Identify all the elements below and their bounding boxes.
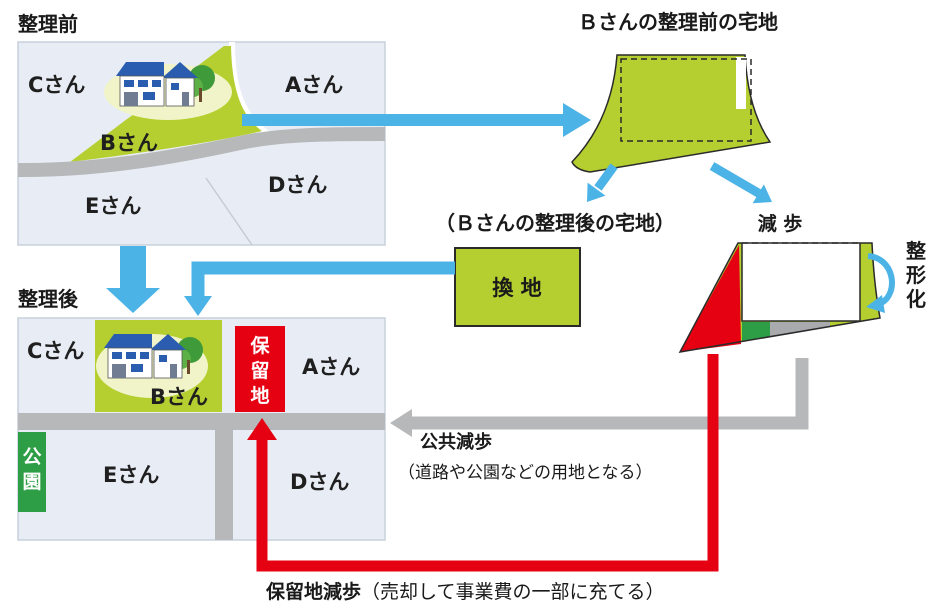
reduction-figure <box>678 242 881 353</box>
reserve-reduction-caption: 保留地減歩（売却して事業費の一部に充てる） <box>265 580 664 603</box>
park-char-2: 園 <box>22 471 41 493</box>
replotting-label: 換 地 <box>492 276 541 300</box>
arrow-to-reduction <box>709 162 772 204</box>
before-lot-b-label: Bさん <box>100 131 158 155</box>
before-lot-divider-ab <box>229 41 270 137</box>
arrow-replotting-to-b <box>184 261 455 316</box>
park-reduction-piece <box>742 322 770 342</box>
reduction-label: 減 歩 <box>758 212 803 235</box>
public-reduction-title: 公共減歩 <box>420 431 492 453</box>
reserve-reduction-arrow <box>247 354 719 572</box>
after-road-horizontal <box>18 413 385 430</box>
before-title: 整理前 <box>17 12 78 36</box>
reserve-reduction-piece <box>680 245 741 352</box>
reserve-land-lot <box>235 326 285 412</box>
b-plot-before-shape <box>571 54 772 173</box>
reshaping-arrow-icon <box>866 253 895 313</box>
park-char-1: 公 <box>22 446 41 468</box>
reshaping-char-2: 形 <box>906 263 926 287</box>
replotting-box: 換 地 <box>454 247 581 327</box>
after-lot-b-label: Bさん <box>150 385 208 409</box>
public-reduction-note: （道路や公園などの用地となる） <box>398 463 653 483</box>
reserve-reduction-note: （売却して事業費の一部に充てる） <box>361 581 664 603</box>
reshaping-char-3: 化 <box>906 287 926 311</box>
after-road-vertical <box>215 430 233 540</box>
before-lot-d-label: Dさん <box>268 173 327 197</box>
before-lot-a-label: Aさん <box>285 73 343 97</box>
public-reduction-arrow <box>390 358 809 437</box>
after-lot-c-label: Cさん <box>27 339 84 363</box>
after-lot-e-label: Eさん <box>103 463 159 487</box>
b-plot-after-label: （Ｂさんの整理後の宅地） <box>435 211 675 235</box>
reserve-land-char-2: 留 <box>250 360 269 382</box>
arrow-before-to-after <box>106 246 160 313</box>
before-lot-e-label: Eさん <box>85 194 141 218</box>
reshaping-label: 整 形 化 <box>905 239 926 311</box>
arrow-to-b-plot <box>242 103 591 137</box>
road-reduction-piece <box>770 322 830 337</box>
before-lot-divider-ed <box>205 177 253 246</box>
after-lot-d-label: Dさん <box>290 470 349 494</box>
b-plot-before-title: Ｂさんの整理前の宅地 <box>578 10 778 34</box>
reserve-land-char-1: 保 <box>249 334 270 357</box>
reserve-reduction-title: 保留地減歩 <box>265 580 361 603</box>
reshaped-plot <box>742 243 860 321</box>
after-map: 保 留 地 公 園 Cさん Bさん Aさん Eさん Dさん <box>17 317 386 541</box>
park-lot <box>18 432 46 512</box>
before-road <box>17 127 386 178</box>
arrow-to-replotting <box>587 163 618 202</box>
reshaping-char-1: 整 <box>905 239 926 263</box>
b-plot-outline-dashed <box>620 58 752 142</box>
before-lot-c-label: Cさん <box>28 73 85 97</box>
after-title: 整理後 <box>17 287 79 311</box>
reserve-land-char-3: 地 <box>250 384 269 407</box>
before-map: Cさん Aさん Bさん Eさん Dさん <box>17 41 386 246</box>
after-lot-a-label: Aさん <box>302 355 360 379</box>
